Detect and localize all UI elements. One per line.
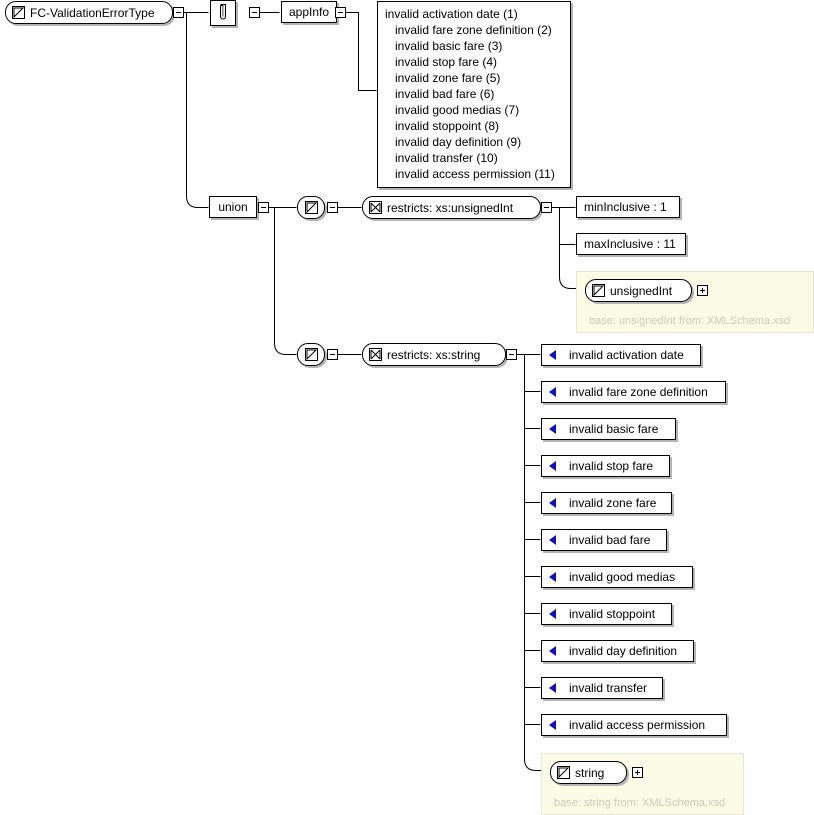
enumeration-box[interactable]: invalid zone fare [541,492,672,514]
base-type-caption-unsignedint: base: unsignedInt from: XMLSchema.xsd [589,315,791,327]
union-member-node-unsignedint[interactable] [297,196,325,219]
enumeration-box[interactable]: invalid transfer [541,677,663,699]
enumeration-box[interactable]: invalid good medias [541,566,693,588]
enumeration-label: invalid fare zone definition [569,385,708,399]
restricts-unsignedint-label: restricts: xs:unsignedInt [387,200,514,215]
enumeration-marker-icon [548,423,557,435]
enumeration-label: invalid transfer [569,681,648,695]
annotation-node[interactable] [210,0,236,26]
enumeration-label: invalid stop fare [569,459,654,473]
base-type-node-unsignedint[interactable]: unsignedInt [585,279,692,302]
base-type-caption-string: base: string from: XMLSchema.xsd [554,797,726,809]
appinfo-line: invalid fare zone definition (2) [395,23,552,37]
enumeration-marker-icon [548,386,557,398]
appinfo-documentation-box: invalid activation date (1) invalid fare… [377,1,571,188]
restricts-string-collapse-toggle[interactable] [506,349,517,360]
restricts-bowtie-icon [369,348,382,361]
enumeration-box[interactable]: invalid access permission [541,714,727,736]
appinfo-line: invalid transfer (10) [395,151,498,165]
enumeration-label: invalid access permission [569,718,706,732]
appinfo-node[interactable]: appInfo [281,1,337,23]
union-member-node-string[interactable] [297,343,325,366]
enumeration-label: invalid zone fare [569,496,657,510]
restricts-unsignedint-collapse-toggle[interactable] [541,202,552,213]
annotation-paperclip-icon [216,2,230,25]
enumeration-marker-icon [548,719,557,731]
enumeration-box[interactable]: invalid bad fare [541,529,667,551]
union-label: union [218,200,248,214]
facet-mininclusive-label: minInclusive : 1 [584,200,667,214]
appinfo-line: invalid good medias (7) [395,103,520,117]
base-type-label-string: string [575,765,605,780]
enumeration-label: invalid bad fare [569,533,651,547]
enumeration-marker-icon [548,497,557,509]
appinfo-line: invalid stop fare (4) [395,55,498,69]
enumeration-box[interactable]: invalid day definition [541,640,694,662]
enumeration-box[interactable]: invalid stop fare [541,455,670,477]
appinfo-line: invalid basic fare (3) [395,39,503,53]
appinfo-line: invalid access permission (11) [395,167,555,181]
restricts-string-label: restricts: xs:string [387,347,481,362]
enumeration-box[interactable]: invalid fare zone definition [541,381,726,403]
union-node[interactable]: union [209,196,257,218]
root-type-node[interactable]: FC-ValidationErrorType [5,1,173,24]
simple-type-icon [12,6,25,19]
enumeration-label: invalid day definition [569,644,678,658]
enumeration-marker-icon [548,460,557,472]
enumeration-marker-icon [548,349,557,361]
enumeration-label: invalid basic fare [569,422,659,436]
enumeration-marker-icon [548,645,557,657]
base-type-node-string[interactable]: string [550,761,627,784]
simple-type-icon [592,284,605,297]
facet-mininclusive[interactable]: minInclusive : 1 [576,196,680,218]
appinfo-line: invalid activation date (1) [385,7,518,21]
enumeration-box[interactable]: invalid basic fare [541,418,676,440]
root-collapse-toggle[interactable] [173,7,184,18]
enumeration-label: invalid activation date [569,348,684,362]
enumeration-box[interactable]: invalid activation date [541,344,701,366]
facet-maxinclusive-label: maxInclusive : 11 [584,237,676,251]
facet-maxinclusive[interactable]: maxInclusive : 11 [576,233,686,255]
enumeration-marker-icon [548,608,557,620]
enumeration-marker-icon [548,571,557,583]
appinfo-collapse-toggle[interactable] [335,7,346,18]
appinfo-line: invalid stoppoint (8) [395,119,500,133]
appinfo-line: invalid bad fare (6) [395,87,495,101]
simple-type-icon [557,766,570,779]
root-type-label: FC-ValidationErrorType [30,5,155,20]
union-member-string-toggle[interactable] [327,349,338,360]
annotation-collapse-toggle[interactable] [249,7,260,18]
enumeration-label: invalid stoppoint [569,607,656,621]
base-type-panel-string: base: string from: XMLSchema.xsd [541,753,744,815]
simple-type-icon [304,348,318,361]
base-type-panel-unsignedint: base: unsignedInt from: XMLSchema.xsd [576,271,814,333]
appinfo-label: appInfo [288,5,330,19]
union-member-unsignedint-toggle[interactable] [327,202,338,213]
base-type-expand-toggle-string[interactable] [632,767,643,778]
appinfo-line: invalid day definition (9) [395,135,522,149]
enumeration-marker-icon [548,682,557,694]
enumeration-marker-icon [548,534,557,546]
union-collapse-toggle[interactable] [258,202,269,213]
simple-type-icon [304,201,318,214]
restricts-bowtie-icon [369,201,382,214]
base-type-expand-toggle-unsignedint[interactable] [697,285,708,296]
restricts-unsignedint-node[interactable]: restricts: xs:unsignedInt [362,196,541,219]
enumeration-box[interactable]: invalid stoppoint [541,603,672,625]
base-type-label-unsignedint: unsignedInt [610,283,673,298]
appinfo-line: invalid zone fare (5) [395,71,501,85]
enumeration-label: invalid good medias [569,570,676,584]
restricts-string-node[interactable]: restricts: xs:string [362,343,506,366]
